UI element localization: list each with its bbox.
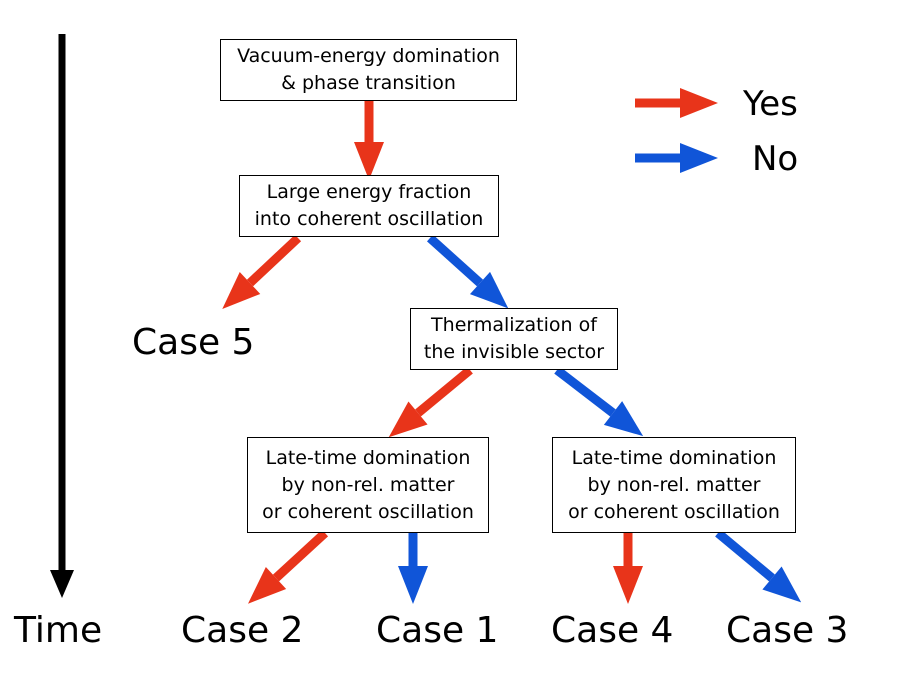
box-line: Late-time domination bbox=[265, 446, 471, 469]
box-line: Late-time domination bbox=[571, 446, 777, 469]
vacuum-energy-box: Vacuum-energy domination & phase transit… bbox=[220, 39, 517, 101]
box-line: Thermalization of bbox=[431, 314, 597, 336]
box-line: by non-rel. matter bbox=[587, 473, 761, 496]
large-energy-box: Large energy fraction into coherent osci… bbox=[239, 175, 499, 237]
arrow-thermalization-to-late-left bbox=[388, 366, 473, 438]
time-label: Time bbox=[14, 610, 103, 651]
legend-yes-label: Yes bbox=[743, 84, 798, 124]
box-line: & phase transition bbox=[281, 72, 456, 94]
case-4-label: Case 4 bbox=[551, 610, 674, 651]
box-line: or coherent oscillation bbox=[568, 500, 780, 523]
case-2-label: Case 2 bbox=[181, 610, 304, 651]
arrow-large-energy-to-case5 bbox=[222, 234, 302, 309]
late-time-left-box: Late-time domination by non-rel. matter … bbox=[247, 437, 489, 533]
late-time-right-box: Late-time domination by non-rel. matter … bbox=[552, 437, 796, 533]
box-line: the invisible sector bbox=[423, 341, 605, 363]
box-line: Vacuum-energy domination bbox=[237, 45, 500, 67]
box-line: by non-rel. matter bbox=[281, 473, 455, 496]
arrow-thermalization-to-late-right bbox=[554, 366, 644, 437]
legend-no-label: No bbox=[752, 139, 799, 179]
thermalization-box: Thermalization of the invisible sector bbox=[410, 308, 618, 370]
arrow-large-energy-to-thermalization bbox=[426, 234, 509, 309]
arrow-late-right-to-case3 bbox=[715, 529, 802, 603]
box-line: or coherent oscillation bbox=[262, 500, 474, 523]
box-line: Large energy fraction bbox=[266, 181, 472, 203]
case-3-label: Case 3 bbox=[726, 610, 849, 651]
case-5-label: Case 5 bbox=[132, 322, 255, 363]
case-1-label: Case 1 bbox=[376, 610, 499, 651]
box-line: into coherent oscillation bbox=[254, 208, 484, 230]
arrow-late-left-to-case2 bbox=[248, 529, 329, 604]
